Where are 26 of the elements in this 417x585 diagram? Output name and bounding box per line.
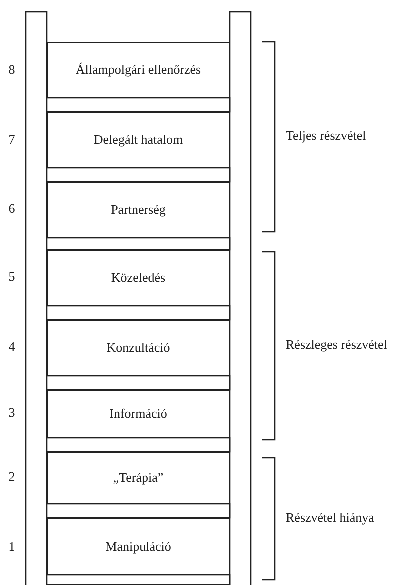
ladder-rung [47, 250, 230, 306]
rung-number: 4 [8, 339, 16, 355]
rung-label: Állampolgári ellenőrzés [76, 62, 202, 78]
group-label: Részvétel hiánya [286, 510, 374, 526]
ladder-rung [47, 112, 230, 168]
rung-number: 5 [8, 269, 16, 285]
rung-number: 3 [8, 405, 16, 421]
rung-label: Manipuláció [106, 538, 172, 554]
rung-label: „Terápia” [113, 470, 164, 486]
rung-label: Közeledés [111, 270, 166, 286]
ladder-rung [47, 390, 230, 438]
rung-number: 6 [8, 201, 16, 217]
rung-number: 2 [8, 469, 16, 485]
ladder-rung [47, 320, 230, 376]
ladder-rung [47, 452, 230, 504]
ladder-rung [47, 42, 230, 98]
rung-label: Partnerség [111, 202, 166, 218]
rung-number: 1 [8, 539, 16, 555]
rung-label: Konzultáció [106, 340, 170, 356]
group-label: Részleges részvétel [286, 337, 388, 353]
rung-label: Delegált hatalom [94, 132, 184, 148]
ladder-rung [47, 182, 230, 238]
rung-label: Információ [110, 406, 168, 422]
rung-number: 7 [8, 132, 16, 148]
group-label: Teljes részvétel [286, 128, 366, 144]
rung-number: 8 [8, 62, 16, 78]
